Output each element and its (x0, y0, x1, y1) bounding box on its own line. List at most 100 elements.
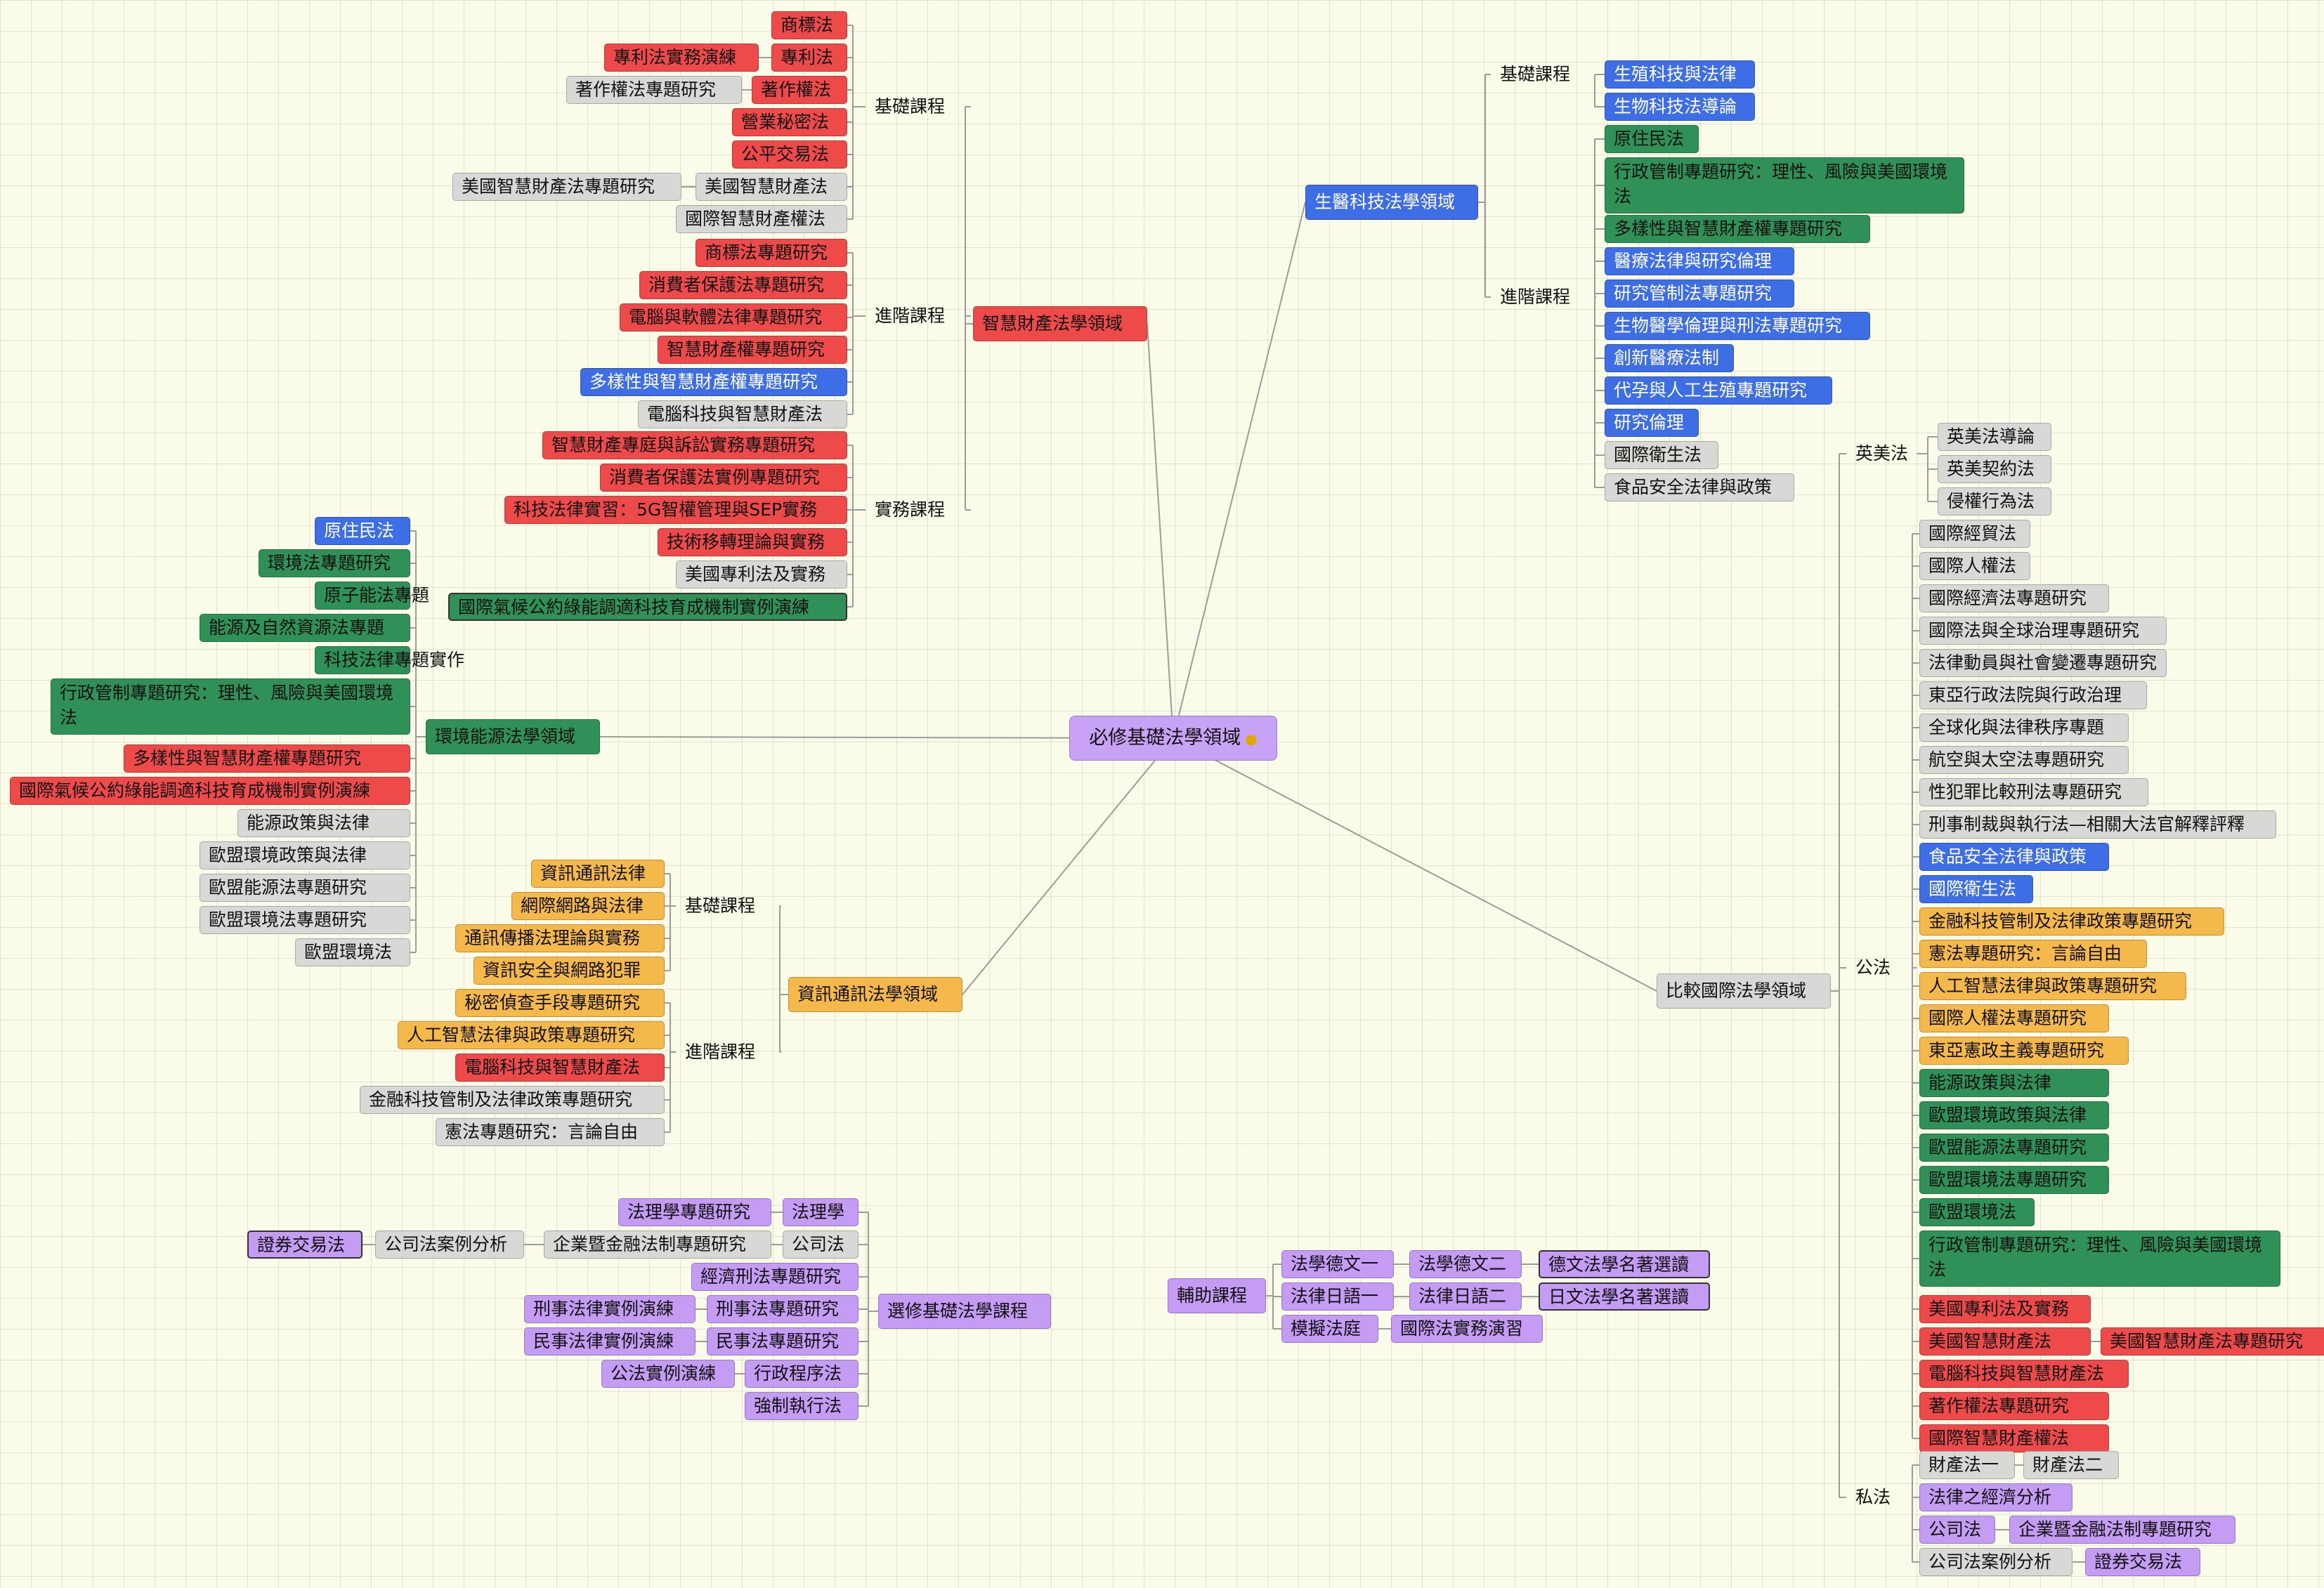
category-label[interactable]: 進階課程 (866, 302, 971, 330)
branch-ip[interactable]: 智慧財產法學領域 (973, 306, 1147, 341)
course-node[interactable]: 資訊通訊法律 (531, 860, 665, 888)
course-node[interactable]: 生物科技法導論 (1605, 93, 1755, 121)
branch-bio[interactable]: 生醫科技法學領域 (1305, 185, 1478, 220)
course-node[interactable]: 民事法專題研究 (707, 1327, 859, 1356)
course-node[interactable]: 金融科技管制及法律政策專題研究 (360, 1086, 665, 1114)
course-node[interactable]: 財產法一 (1919, 1451, 2015, 1479)
course-node[interactable]: 國際經貿法 (1919, 520, 2030, 548)
course-node[interactable]: 法律之經濟分析 (1919, 1483, 2072, 1511)
course-node[interactable]: 德文法學名著選讀 (1539, 1250, 1710, 1278)
category-label[interactable]: 實務課程 (866, 496, 971, 524)
course-node[interactable]: 國際氣候公約綠能調適科技育成機制實例演練 (448, 593, 847, 621)
category-label[interactable]: 基礎課程 (1491, 60, 1596, 88)
course-node[interactable]: 國際衛生法 (1605, 441, 1718, 469)
course-node[interactable]: 國際氣候公約綠能調適科技育成機制實例演練 (10, 777, 410, 805)
course-node[interactable]: 美國智慧財產法專題研究 (2101, 1327, 2324, 1356)
course-node[interactable]: 能源及自然資源法專題 (200, 614, 410, 642)
course-node[interactable]: 科技法律專題實作 (315, 646, 464, 674)
course-node[interactable]: 國際法實務演習 (1391, 1315, 1543, 1343)
course-node[interactable]: 著作權法專題研究 (1919, 1392, 2109, 1420)
branch-aux[interactable]: 輔助課程 (1168, 1278, 1266, 1313)
course-node[interactable]: 財產法二 (2023, 1451, 2119, 1479)
course-node[interactable]: 歐盟環境政策與法律 (200, 841, 410, 870)
course-node[interactable]: 企業暨金融法制專題研究 (544, 1231, 771, 1259)
category-label[interactable]: 進階課程 (1491, 283, 1596, 311)
course-node[interactable]: 秘密偵查手段專題研究 (455, 989, 665, 1017)
course-node[interactable]: 模擬法庭 (1281, 1315, 1378, 1343)
course-node[interactable]: 消費者保護法專題研究 (639, 271, 847, 299)
course-node[interactable]: 歐盟環境法專題研究 (1919, 1166, 2109, 1194)
course-node[interactable]: 證券交易法 (2085, 1548, 2200, 1576)
course-node[interactable]: 代孕與人工生殖專題研究 (1605, 376, 1832, 405)
course-node[interactable]: 法學德文一 (1281, 1250, 1394, 1278)
course-node[interactable]: 刑事制裁與執行法—相關大法官解釋評釋 (1919, 811, 2276, 839)
course-node[interactable]: 法理學 (783, 1198, 859, 1226)
course-node[interactable]: 刑事法專題研究 (707, 1295, 859, 1323)
course-node[interactable]: 原子能法專題 (315, 582, 429, 610)
course-node[interactable]: 行政管制專題研究：理性、風險與美國環境法 (1919, 1231, 2280, 1287)
course-node[interactable]: 證券交易法 (247, 1231, 363, 1259)
course-node[interactable]: 生殖科技與法律 (1605, 60, 1755, 88)
course-node[interactable]: 科技法律實習：5G智權管理與SEP實務 (504, 496, 847, 524)
course-node[interactable]: 刑事法律實例演練 (524, 1295, 696, 1323)
course-node[interactable]: 美國智慧財產法專題研究 (452, 173, 681, 201)
course-node[interactable]: 電腦科技與智慧財產法 (455, 1054, 665, 1082)
course-node[interactable]: 歐盟環境法 (295, 938, 410, 966)
course-node[interactable]: 國際智慧財產權法 (676, 205, 847, 233)
course-node[interactable]: 日文法學名著選讀 (1539, 1282, 1710, 1311)
branch-elective[interactable]: 選修基礎法學課程 (878, 1294, 1051, 1329)
course-node[interactable]: 企業暨金融法制專題研究 (2009, 1516, 2235, 1544)
category-label[interactable]: 進階課程 (676, 1038, 781, 1066)
course-node[interactable]: 性犯罪比較刑法專題研究 (1919, 778, 2148, 806)
course-node[interactable]: 美國智慧財產法 (696, 173, 847, 201)
course-node[interactable]: 商標法專題研究 (696, 239, 847, 267)
course-node[interactable]: 國際人權法 (1919, 552, 2030, 580)
course-node[interactable]: 國際經濟法專題研究 (1919, 584, 2109, 612)
course-node[interactable]: 能源政策與法律 (1919, 1069, 2109, 1097)
course-node[interactable]: 公法實例演練 (601, 1360, 735, 1388)
course-node[interactable]: 美國智慧財產法 (1919, 1327, 2091, 1356)
course-node[interactable]: 食品安全法律與政策 (1919, 843, 2109, 871)
course-node[interactable]: 全球化與法律秩序專題 (1919, 714, 2129, 742)
course-node[interactable]: 強制執行法 (745, 1392, 859, 1420)
course-node[interactable]: 歐盟環境法 (1919, 1198, 2035, 1226)
course-node[interactable]: 國際智慧財產權法 (1919, 1424, 2109, 1452)
course-node[interactable]: 原住民法 (315, 517, 410, 545)
course-node[interactable]: 東亞憲政主義專題研究 (1919, 1037, 2129, 1065)
course-node[interactable]: 行政管制專題研究：理性、風險與美國環境法 (51, 678, 410, 735)
category-label[interactable]: 私法 (1846, 1483, 1917, 1511)
course-node[interactable]: 經濟刑法專題研究 (691, 1263, 859, 1291)
course-node[interactable]: 能源政策與法律 (237, 809, 410, 837)
course-node[interactable]: 東亞行政法院與行政治理 (1919, 681, 2147, 709)
course-node[interactable]: 原住民法 (1605, 125, 1699, 153)
course-node[interactable]: 公司法 (1919, 1516, 1995, 1544)
course-node[interactable]: 智慧財產專庭與訴訟實務專題研究 (542, 431, 847, 459)
category-label[interactable]: 英美法 (1846, 440, 1917, 468)
course-node[interactable]: 營業秘密法 (732, 108, 847, 136)
course-node[interactable]: 電腦科技與智慧財產法 (638, 400, 847, 428)
branch-comp[interactable]: 比較國際法學領域 (1657, 973, 1831, 1009)
course-node[interactable]: 法律日語二 (1409, 1282, 1522, 1311)
course-node[interactable]: 法律日語一 (1281, 1282, 1394, 1311)
course-node[interactable]: 人工智慧法律與政策專題研究 (398, 1021, 665, 1049)
course-node[interactable]: 國際人權法專題研究 (1919, 1004, 2109, 1032)
course-node[interactable]: 專利法實務演練 (604, 44, 759, 72)
course-node[interactable]: 國際衛生法 (1919, 875, 2033, 903)
course-node[interactable]: 消費者保護法實例專題研究 (600, 464, 847, 492)
course-node[interactable]: 侵權行為法 (1938, 487, 2051, 516)
course-node[interactable]: 電腦科技與智慧財產法 (1919, 1360, 2129, 1388)
course-node[interactable]: 美國專利法及實務 (1919, 1295, 2091, 1323)
course-node[interactable]: 歐盟環境政策與法律 (1919, 1101, 2109, 1129)
course-node[interactable]: 研究倫理 (1605, 409, 1699, 437)
course-node[interactable]: 研究管制法專題研究 (1605, 280, 1794, 308)
course-node[interactable]: 生物醫學倫理與刑法專題研究 (1605, 312, 1870, 340)
course-node[interactable]: 歐盟環境法專題研究 (200, 906, 410, 934)
course-node[interactable]: 食品安全法律與政策 (1605, 473, 1794, 501)
branch-info[interactable]: 資訊通訊法學領域 (788, 977, 962, 1012)
course-node[interactable]: 環境法專題研究 (259, 549, 410, 577)
course-node[interactable]: 著作權法 (752, 76, 847, 104)
course-node[interactable]: 創新醫療法制 (1605, 344, 1734, 372)
course-node[interactable]: 歐盟能源法專題研究 (1919, 1134, 2109, 1162)
course-node[interactable]: 多樣性與智慧財產權專題研究 (580, 368, 847, 396)
course-node[interactable]: 美國專利法及實務 (676, 560, 847, 589)
